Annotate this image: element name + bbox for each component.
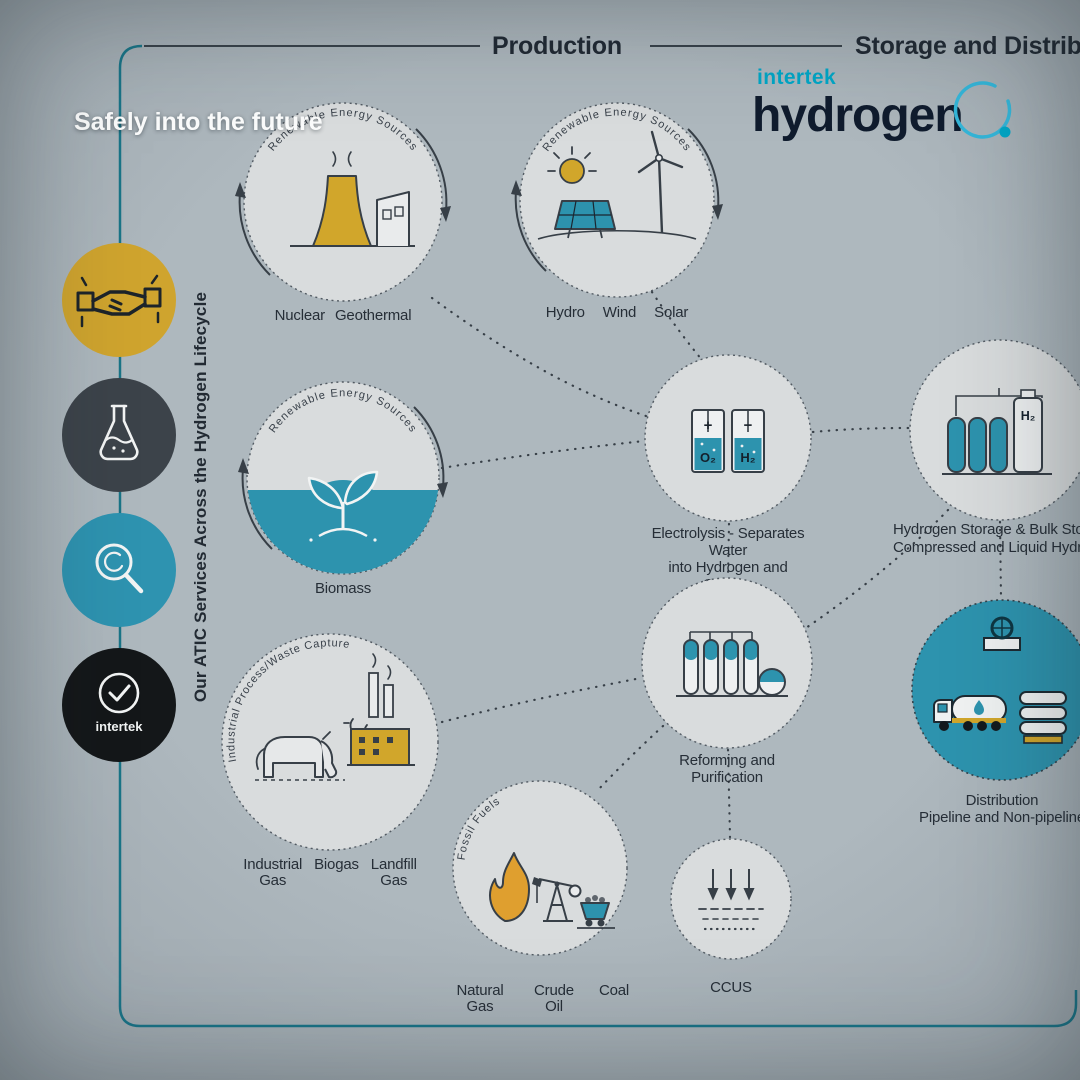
oil-pumpjack-icon xyxy=(532,877,582,922)
badge-testing xyxy=(62,378,176,492)
wind-turbine-icon xyxy=(637,130,684,234)
certification-brand-label: intertek xyxy=(96,719,144,734)
node-distribution: Distribution Pipeline and Non-pipeline xyxy=(910,598,1080,833)
storage-circle: H₂ xyxy=(909,339,1080,521)
natural-gas-label: Natural Gas xyxy=(456,982,504,1015)
ground-line xyxy=(537,229,697,240)
biomass-circle: Renewable Energy Sources xyxy=(238,381,448,575)
tanker-truck-icon xyxy=(933,695,1007,731)
sun-icon xyxy=(547,146,597,184)
industrial-gas-label-2: Gas xyxy=(259,872,287,889)
node-biomass: Renewable Energy Sources Biomass xyxy=(238,378,448,608)
pipe-stack-icon xyxy=(1019,691,1067,744)
solar-panel-icon xyxy=(554,200,616,239)
badge-inspection xyxy=(62,513,176,627)
reforming-circle xyxy=(641,577,813,749)
cycle-arrows-icon xyxy=(238,406,448,550)
atic-services-vertical-title: Our ATIC Services Across the Hydrogen Li… xyxy=(191,291,210,703)
storage-distribution-header: Storage and Distribution xyxy=(855,32,1080,60)
reforming-caption-1: Reforming and xyxy=(679,752,775,769)
pipeline-valve-icon xyxy=(983,616,1021,651)
solar-label: Solar xyxy=(654,304,689,321)
hydrogen-label: H₂ xyxy=(740,450,755,465)
ccus-circle xyxy=(670,838,792,960)
storage-caption-2: Compressed and Liquid Hydrogen xyxy=(893,539,1080,556)
hydro-label: Hydro xyxy=(545,304,585,321)
electrolysis-circle: + − O₂ H₂ xyxy=(644,354,812,522)
tank-h2-label: H₂ xyxy=(1021,409,1036,423)
fossil-circle: Fossil Fuels xyxy=(452,780,628,956)
cow-icon xyxy=(255,731,345,781)
minus-label: − xyxy=(744,417,753,434)
hydrogen-logo-text: hydrogen xyxy=(752,89,964,142)
storage-tanks-icon: H₂ xyxy=(942,388,1052,475)
ccus-label: CCUS xyxy=(710,979,752,996)
nuclear-label: Nuclear xyxy=(274,307,325,324)
distribution-circle xyxy=(911,599,1080,781)
landfill-gas-label-2: Gas xyxy=(380,872,408,889)
badge-certification: intertek xyxy=(62,648,176,762)
storage-caption-1: Hydrogen Storage & Bulk Storage xyxy=(893,521,1080,538)
cycle-arrows-icon xyxy=(511,128,723,272)
handshake-icon xyxy=(76,274,162,328)
node-ccus: CCUS xyxy=(669,837,793,1002)
oxygen-label: O₂ xyxy=(700,450,716,465)
distribution-caption-2: Pipeline and Non-pipeline xyxy=(919,809,1080,826)
capture-arrows-icon xyxy=(707,869,755,901)
plus-label: + xyxy=(704,417,713,434)
badge-assurance xyxy=(62,243,176,357)
node-industrial-gas: Industrial Process/Waste Capture xyxy=(217,629,443,899)
node-reforming: Reforming and Purification xyxy=(640,576,814,791)
logo-swoosh-icon xyxy=(953,81,1012,139)
biomass-label: Biomass xyxy=(314,580,372,597)
refinery-columns-icon xyxy=(676,631,788,697)
distribution-caption-1: Distribution xyxy=(965,792,1039,809)
industrial-circle: Industrial Process/Waste Capture xyxy=(221,633,439,851)
magnifier-icon xyxy=(95,543,144,594)
ground-layers-icon xyxy=(698,908,764,931)
nuclear-circle: Renewable Energy Sources xyxy=(235,102,451,302)
electrolysis-cells-icon: + − O₂ H₂ xyxy=(691,409,765,473)
flame-icon xyxy=(489,852,530,922)
cycle-arrows-icon xyxy=(235,128,451,276)
node-hydrogen-storage: H₂ Hydrogen Storage & Bulk Storage Compr… xyxy=(893,338,1080,568)
node-fossil-fuels: Fossil Fuels xyxy=(451,779,629,1015)
tagline: Safely into the future xyxy=(74,108,323,136)
plant-sprout-icon xyxy=(307,470,379,542)
node-electrolysis: + − O₂ H₂ Electrolysis - Separates Water… xyxy=(642,352,814,593)
check-icon: intertek xyxy=(96,672,144,734)
geothermal-label: Geothermal xyxy=(334,307,412,324)
electrolysis-caption-1: Electrolysis - Separates Water xyxy=(651,525,805,559)
node-hydro-wind-solar: Renewable Energy Sources Hydro Wind Sola… xyxy=(511,95,723,335)
landfill-gas-label-1: Landfill xyxy=(370,856,417,873)
renewables-circle: Renewable Energy Sources xyxy=(511,102,723,298)
node-nuclear-geothermal: Renewable Energy Sources Nuclear Geother… xyxy=(235,94,451,340)
coal-cart-icon xyxy=(577,895,615,929)
production-header: Production xyxy=(492,32,622,60)
geothermal-plant-icon xyxy=(376,191,410,246)
industrial-gas-label-1: Industrial xyxy=(243,856,303,873)
intertek-logo-text: intertek xyxy=(757,66,837,89)
reforming-caption-2: Purification xyxy=(691,769,763,786)
biogas-label: Biogas xyxy=(314,856,359,873)
wind-label: Wind xyxy=(602,304,637,321)
coal-label: Coal xyxy=(598,982,629,999)
crude-oil-label: Crude Oil xyxy=(534,982,574,1015)
factory-icon xyxy=(347,653,415,766)
flask-icon xyxy=(99,404,139,461)
